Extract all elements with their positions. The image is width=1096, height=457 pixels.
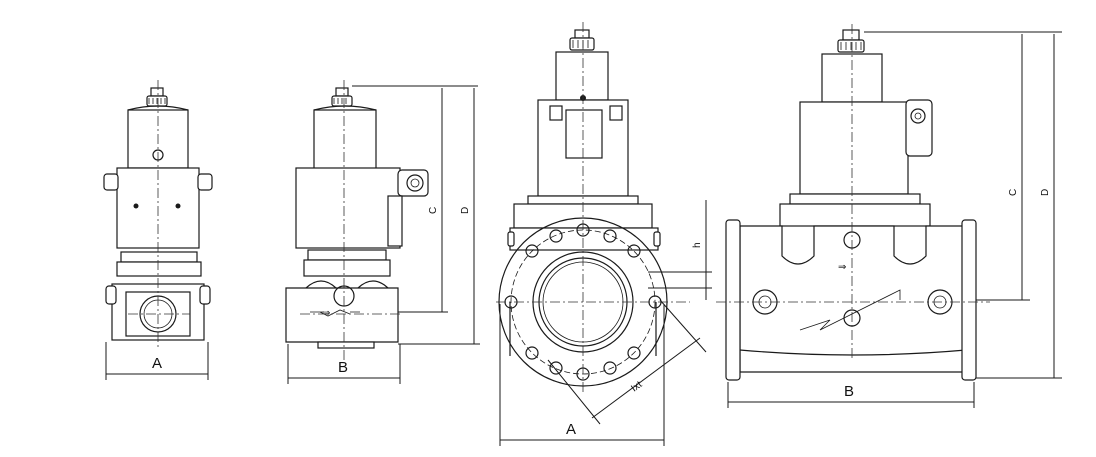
view2-side-small-valve: ⇒ C D B	[285, 80, 480, 384]
view3-dimension-h-label: h	[692, 242, 703, 248]
view1-dimension-a-label: A	[152, 355, 162, 372]
view1-front-small-valve: A	[103, 80, 213, 380]
view2-dimension-b-label: B	[338, 359, 348, 376]
view3-front-flanged-valve: h Ixt A	[496, 22, 712, 446]
svg-text:⇒: ⇒	[838, 262, 846, 273]
svg-text:⇒: ⇒	[322, 308, 330, 319]
view4-dimension-c-label: C	[1008, 189, 1019, 196]
view4-dimension-d-label: D	[1040, 189, 1051, 196]
view2-dimension-c-label: C	[428, 207, 439, 214]
view4-side-flanged-valve: ⇒ C D B	[716, 24, 1062, 408]
view3-dimension-a-label: A	[566, 421, 576, 438]
view3-bolt-dimension-label: Ixt	[629, 379, 644, 394]
view4-dimension-b-label: B	[844, 383, 854, 400]
view2-dimension-d-label: D	[460, 207, 471, 214]
